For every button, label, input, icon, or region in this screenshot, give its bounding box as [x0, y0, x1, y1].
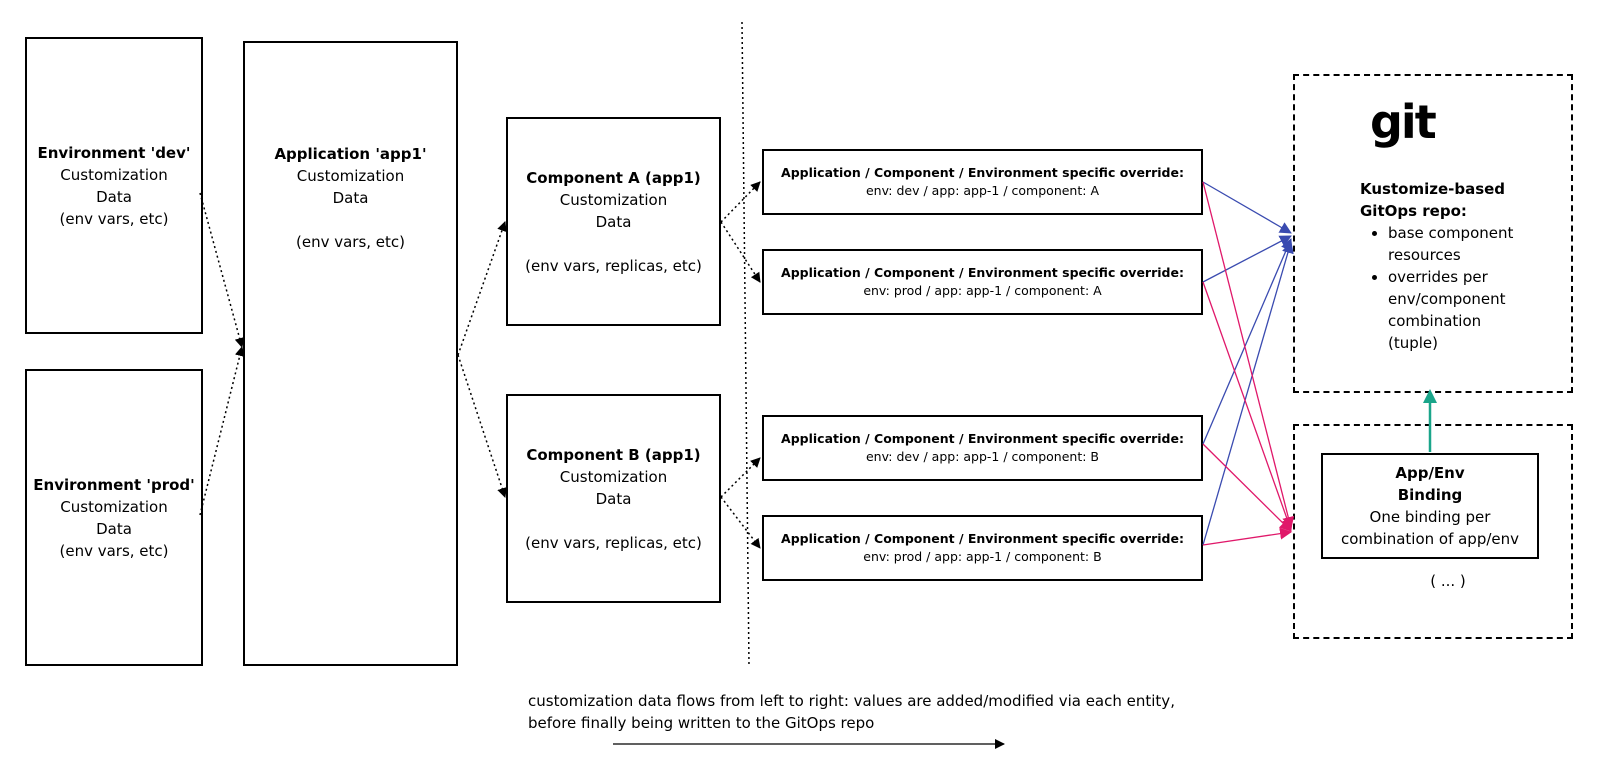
- arrow-component-b-to-override-4: [720, 496, 761, 549]
- arrow-app-to-component-b: [457, 354, 507, 498]
- binding-title-line2: Binding: [1397, 486, 1463, 504]
- app-env-binding-box: App/Env Binding One binding per combinat…: [1321, 453, 1539, 559]
- environment-prod-line1: Customization: [60, 497, 168, 516]
- divider-line: [741, 21, 750, 667]
- arrow-component-a-to-override-2: [720, 221, 761, 283]
- environment-prod-box: Environment 'prod' Customization Data (e…: [25, 369, 203, 666]
- override-title: Application / Component / Environment sp…: [781, 265, 1184, 280]
- override-detail: env: prod / app: app-1 / component: A: [863, 283, 1102, 298]
- application-line1: Customization: [296, 167, 405, 185]
- component-b-title: Component B (app1): [526, 445, 701, 464]
- override-dev-b: Application / Component / Environment sp…: [762, 415, 1203, 481]
- arrow-blue-override-4: [1202, 241, 1294, 546]
- binding-line2: combination of app/env: [1340, 530, 1520, 548]
- override-detail: env: prod / app: app-1 / component: B: [863, 549, 1102, 564]
- gitops-repo-box: [1293, 74, 1573, 393]
- override-detail: env: dev / app: app-1 / component: B: [865, 449, 1100, 464]
- arrow-pink-override-2: [1202, 281, 1293, 531]
- gitops-repo-bullet: overrides per env/component combination …: [1388, 266, 1518, 354]
- override-title: Application / Component / Environment sp…: [781, 531, 1184, 546]
- environment-dev-line2: Data: [96, 187, 132, 206]
- component-a-line2: Data: [595, 212, 632, 231]
- gitops-repo-bullet: base component resources: [1388, 222, 1518, 266]
- arrow-blue-override-1: [1202, 181, 1292, 234]
- component-a-line1: Customization: [559, 190, 668, 209]
- arrow-pink-override-3: [1202, 443, 1292, 532]
- flow-caption-line2: before finally being written to the GitO…: [528, 714, 875, 732]
- arrow-env-dev-to-app: [199, 192, 245, 348]
- binding-ellipsis: ( ... ): [1430, 572, 1466, 590]
- application-title: Application 'app1': [274, 145, 427, 163]
- binding-line1: One binding per: [1369, 508, 1491, 526]
- environment-dev-box: Environment 'dev' Customization Data (en…: [25, 37, 203, 334]
- override-dev-a: Application / Component / Environment sp…: [762, 149, 1203, 215]
- git-logo: git: [1370, 95, 1437, 149]
- flow-caption-line1: customization data flows from left to ri…: [528, 692, 1175, 710]
- binding-title-line1: App/Env: [1395, 464, 1465, 482]
- environment-dev-title: Environment 'dev': [37, 143, 191, 162]
- gitops-repo-description: Kustomize-based GitOps repo: base compon…: [1360, 178, 1560, 354]
- arrow-component-b-to-override-3: [720, 457, 761, 498]
- component-a-box: Component A (app1) Customization Data (e…: [506, 117, 721, 326]
- gitops-repo-title-line1: Kustomize-based: [1360, 180, 1506, 198]
- application-line3: (env vars, etc): [295, 233, 406, 251]
- component-b-line3: (env vars, replicas, etc): [525, 533, 702, 552]
- override-title: Application / Component / Environment sp…: [781, 165, 1184, 180]
- component-b-line1: Customization: [559, 467, 668, 486]
- component-a-title: Component A (app1): [526, 168, 701, 187]
- environment-prod-title: Environment 'prod': [33, 475, 195, 494]
- override-prod-b: Application / Component / Environment sp…: [762, 515, 1203, 581]
- gitops-repo-title-line2: GitOps repo:: [1360, 202, 1467, 220]
- component-b-box: Component B (app1) Customization Data (e…: [506, 394, 721, 603]
- arrow-pink-override-4: [1202, 527, 1292, 546]
- arrow-pink-override-1: [1202, 181, 1295, 529]
- arrow-blue-override-2: [1202, 235, 1292, 283]
- arrow-blue-override-3: [1202, 238, 1293, 445]
- override-detail: env: dev / app: app-1 / component: A: [865, 183, 1099, 198]
- arrow-app-to-component-a: [457, 221, 507, 356]
- environment-dev-line1: Customization: [60, 165, 168, 184]
- flow-caption: customization data flows from left to ri…: [528, 690, 1175, 734]
- component-a-line3: (env vars, replicas, etc): [525, 256, 702, 275]
- application-line2: Data: [332, 189, 369, 207]
- environment-prod-line3: (env vars, etc): [59, 541, 169, 560]
- environment-dev-line3: (env vars, etc): [59, 209, 169, 228]
- override-prod-a: Application / Component / Environment sp…: [762, 249, 1203, 315]
- gitops-repo-bullets: base component resources overrides per e…: [1360, 222, 1560, 354]
- environment-prod-line2: Data: [96, 519, 132, 538]
- override-title: Application / Component / Environment sp…: [781, 431, 1184, 446]
- arrow-component-a-to-override-1: [720, 181, 761, 223]
- arrow-env-prod-to-app: [199, 346, 245, 516]
- component-b-line2: Data: [595, 489, 632, 508]
